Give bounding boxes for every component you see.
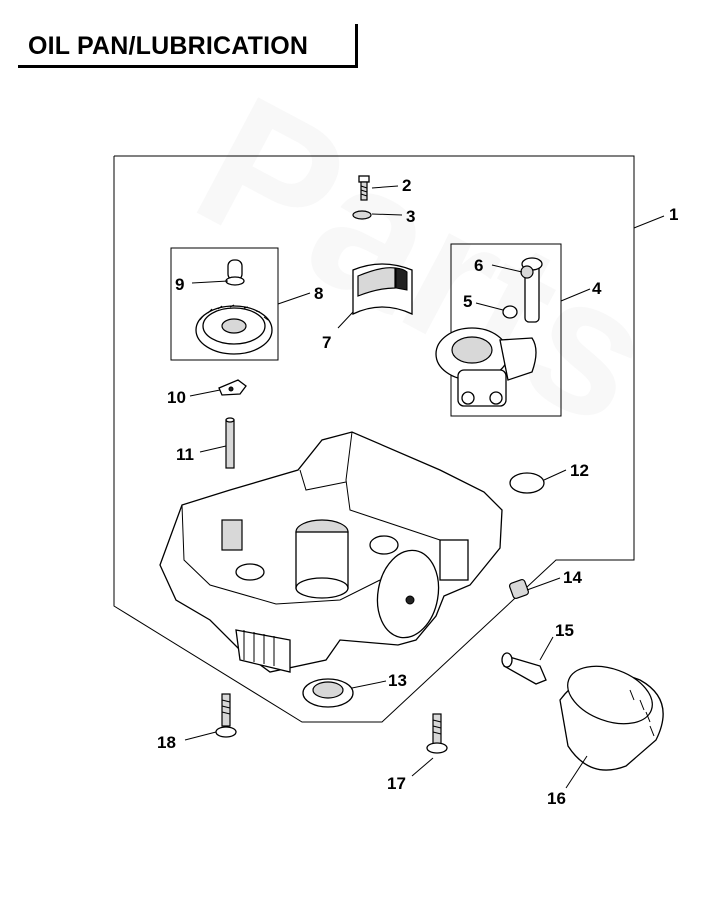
pin-part-9 [225, 259, 245, 286]
callout-10: 10 [167, 388, 186, 407]
callout-8: 8 [314, 284, 323, 303]
pump-subgroup-box [450, 243, 562, 417]
oil-pump-part-4 [435, 327, 537, 407]
watermark: Parts [166, 56, 685, 466]
callout-4: 4 [592, 279, 602, 298]
bolt-part-17 [426, 713, 448, 754]
callout-1: 1 [669, 205, 678, 224]
dowel-part-11 [225, 417, 235, 469]
callout-14: 14 [563, 568, 582, 587]
callout-16: 16 [547, 789, 566, 808]
callout-5: 5 [463, 292, 472, 311]
oil-pan-body [159, 431, 503, 673]
callout-6: 6 [474, 256, 483, 275]
oring-part-12 [509, 472, 545, 494]
svg-text:Parts: Parts [166, 56, 685, 466]
assembly-outline [113, 155, 635, 723]
page-title: OIL PAN/LUBRICATION [28, 32, 309, 60]
callout-2: 2 [402, 176, 411, 195]
bearing-insert-part-7 [352, 263, 413, 316]
gear-part-8 [195, 304, 273, 355]
callout-9: 9 [175, 275, 184, 294]
callout-labels: 1 2 3 4 5 6 7 8 9 10 11 12 13 14 15 16 1… [157, 176, 678, 808]
callout-18: 18 [157, 733, 176, 752]
callout-15: 15 [555, 621, 574, 640]
oil-filter-part-16 [559, 665, 664, 771]
pan-cover-plate [376, 549, 440, 639]
washer-part-3 [352, 210, 372, 220]
callout-12: 12 [570, 461, 589, 480]
leader-lines [184, 185, 665, 789]
seal-part-13 [302, 678, 354, 708]
callout-17: 17 [387, 774, 406, 793]
callout-7: 7 [322, 333, 331, 352]
callout-13: 13 [388, 671, 407, 690]
bolt-part-18 [215, 693, 237, 738]
bolt-part-2 [358, 175, 370, 201]
callout-11: 11 [176, 445, 194, 464]
callout-3: 3 [406, 207, 415, 226]
fitting-part-15 [501, 652, 547, 685]
oring-part-5 [502, 305, 518, 319]
plug-part-14 [508, 578, 530, 600]
title-box: OIL PAN/LUBRICATION [18, 24, 358, 68]
clip-part-10 [218, 379, 247, 396]
